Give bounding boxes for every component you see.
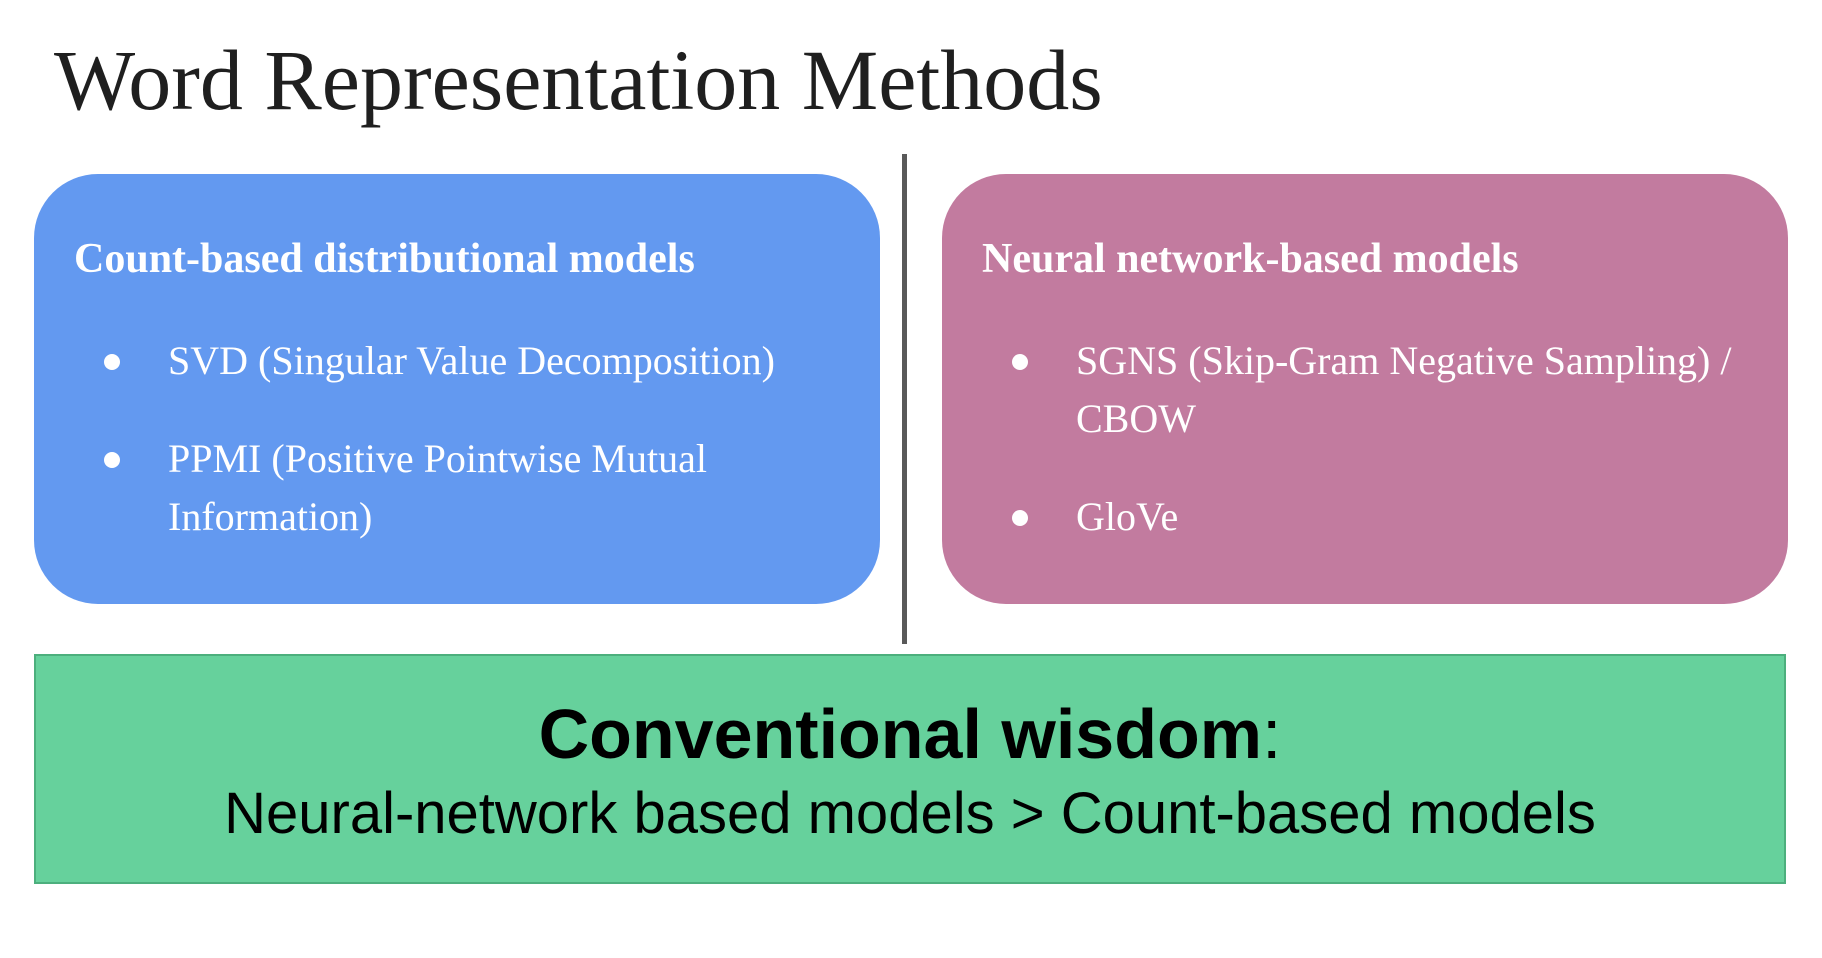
list-item-text: PPMI (Positive Pointwise Mutual Informat… — [168, 436, 707, 539]
list-item-text: SVD (Singular Value Decomposition) — [168, 338, 775, 383]
conventional-wisdom-box: Conventional wisdom: Neural-network base… — [34, 654, 1786, 884]
list-item-text: SGNS (Skip-Gram Negative Sampling) / CBO… — [1076, 338, 1732, 441]
neural-network-panel: Neural network-based models SGNS (Skip-G… — [942, 174, 1788, 604]
bullet-icon — [1012, 354, 1028, 370]
wisdom-headline: Conventional wisdom: — [36, 694, 1784, 774]
list-item: SVD (Singular Value Decomposition) — [34, 332, 880, 390]
bullet-icon — [1012, 510, 1028, 526]
wisdom-statement: Neural-network based models > Count-base… — [224, 781, 1596, 846]
neural-network-list: SGNS (Skip-Gram Negative Sampling) / CBO… — [942, 332, 1788, 586]
wisdom-colon: : — [1261, 695, 1282, 773]
bullet-icon — [104, 354, 120, 370]
slide-title: Word Representation Methods — [54, 32, 1103, 128]
wisdom-label: Conventional wisdom — [538, 695, 1262, 773]
count-based-panel: Count-based distributional models SVD (S… — [34, 174, 880, 604]
list-item: PPMI (Positive Pointwise Mutual Informat… — [34, 430, 880, 546]
vertical-divider — [902, 154, 907, 644]
bullet-icon — [104, 452, 120, 468]
list-item: SGNS (Skip-Gram Negative Sampling) / CBO… — [942, 332, 1788, 448]
list-item-text: GloVe — [1076, 494, 1179, 539]
count-based-list: SVD (Singular Value Decomposition) PPMI … — [34, 332, 880, 586]
count-based-heading: Count-based distributional models — [74, 236, 695, 282]
neural-network-heading: Neural network-based models — [982, 236, 1519, 282]
list-item: GloVe — [942, 488, 1788, 546]
